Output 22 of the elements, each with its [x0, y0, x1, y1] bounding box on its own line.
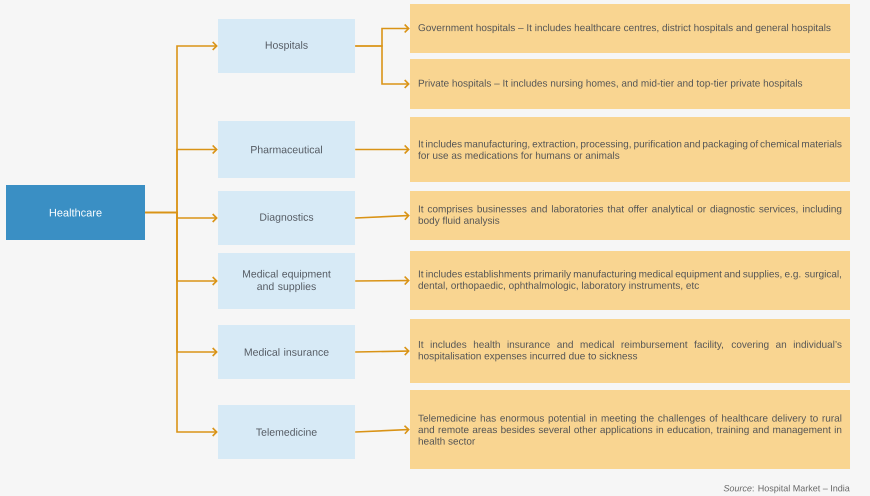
description-box: It includes establishments primarily manufacturing medical equipment and supplies, e.g. surgical, dental, orthopaedic, ophthalmologic, laboratory instruments, etc — [410, 251, 850, 310]
arrow — [355, 211, 410, 220]
category-box: Medical equipment and supplies — [218, 253, 355, 309]
description-box: Government hospitals – It includes healthcare centres, district hospitals and general hospitals — [410, 4, 850, 53]
category-box: Hospitals — [218, 19, 355, 73]
arrow — [355, 276, 410, 286]
category-box: Telemedicine — [218, 405, 355, 459]
description-box: Telemedicine has enormous potential in meeting the challenges of healthcare delivery to rural and remote areas besides several other applications in education, training and management in health sector — [410, 390, 850, 469]
source-note: Source: Hospital Market – India — [724, 484, 850, 494]
arrow — [355, 346, 410, 356]
description-box: It comprises businesses and laboratories that offer analytical or diagnostic services, including body fluid analysis — [410, 191, 850, 240]
category-box: Medical insurance — [218, 325, 355, 379]
arrow — [355, 425, 410, 434]
description-box: Private hospitals – It includes nursing homes, and mid-tier and top-tier private hospitals — [410, 59, 850, 109]
description-box: It includes manufacturing, extraction, processing, purification and packaging of chemical materials for use as medications for humans or animals — [410, 117, 850, 182]
root-box: Healthcare — [6, 185, 145, 240]
category-box: Diagnostics — [218, 191, 355, 245]
description-box: It includes health insurance and medical reimbursement facility, covering an individual’s hospitalisation expenses incurred due to sickness — [410, 319, 850, 383]
arrow — [145, 212, 218, 437]
arrow — [355, 144, 410, 154]
arrow — [355, 45, 410, 89]
category-box: Pharmaceutical — [218, 121, 355, 178]
